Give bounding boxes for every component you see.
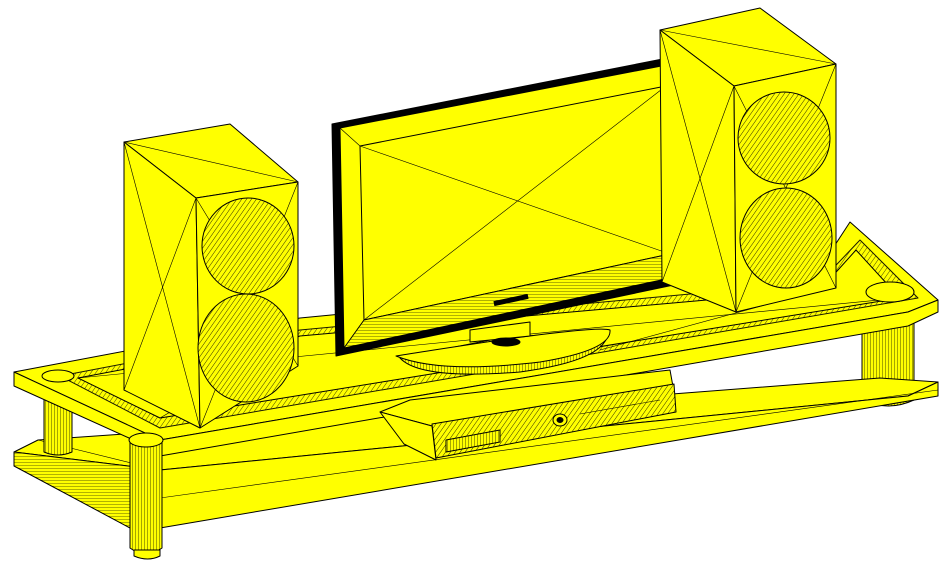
right-speaker (659, 7, 837, 313)
right-speaker-tweeter (737, 91, 831, 185)
set-top-box (379, 369, 677, 461)
left-speaker-woofer (197, 293, 295, 403)
flat-screen-tv (331, 53, 691, 357)
stand-post-back-left (41, 369, 75, 383)
left-speaker-tweeter (201, 197, 295, 295)
stand-post-front-left (128, 432, 164, 555)
tv-base (395, 321, 611, 375)
stand-post-front-right (865, 281, 915, 303)
right-speaker-woofer (739, 187, 833, 289)
left-speaker (123, 123, 299, 429)
